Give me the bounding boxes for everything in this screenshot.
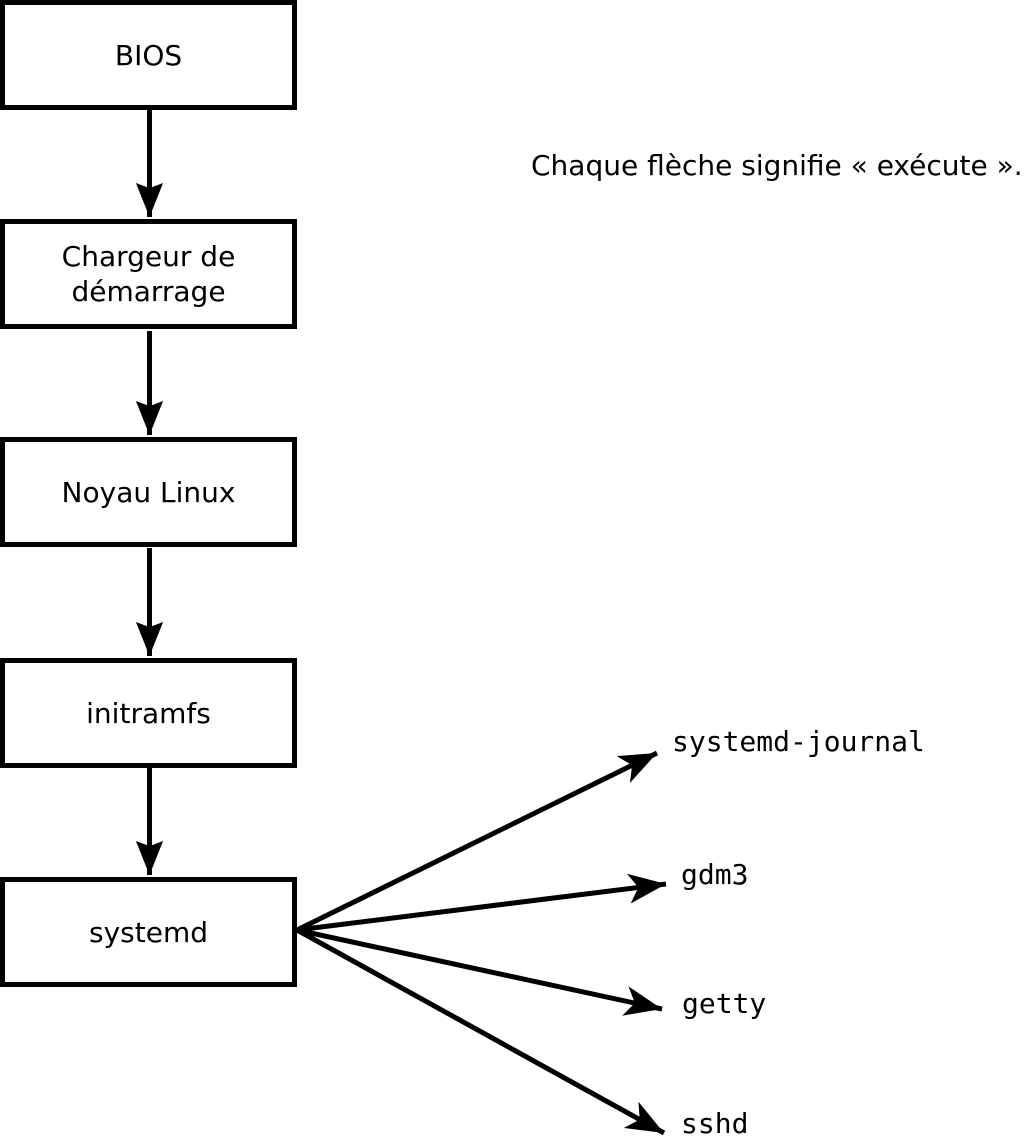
arrow-systemd-to-gdm3 [296, 873, 667, 933]
flow-box-label: initramfs [86, 696, 211, 730]
flow-box-label: Chargeur de démarrage [61, 240, 236, 308]
flow-box-linux-kernel: Noyau Linux [0, 437, 297, 547]
process-label-getty: getty [682, 987, 767, 1020]
flow-box-initramfs: initramfs [0, 658, 297, 768]
arrow-meaning-note: Chaque flèche signifie « exécute ». [531, 149, 1023, 182]
arrow-systemd-to-systemd-journal [295, 750, 659, 933]
process-label-systemd-journal: systemd-journal [672, 725, 925, 758]
process-label-gdm3: gdm3 [681, 858, 749, 891]
flow-box-systemd: systemd [0, 877, 297, 987]
arrow-systemd-to-getty [296, 927, 663, 1016]
flow-box-bios: BIOS [0, 0, 297, 110]
flow-box-label: BIOS [114, 38, 183, 72]
flow-box-label: Noyau Linux [61, 475, 236, 509]
arrow-systemd-to-sshd [295, 927, 666, 1136]
flow-box-label: systemd [89, 915, 208, 949]
flow-box-bootloader: Chargeur de démarrage [0, 219, 297, 329]
process-label-sshd: sshd [681, 1107, 749, 1140]
